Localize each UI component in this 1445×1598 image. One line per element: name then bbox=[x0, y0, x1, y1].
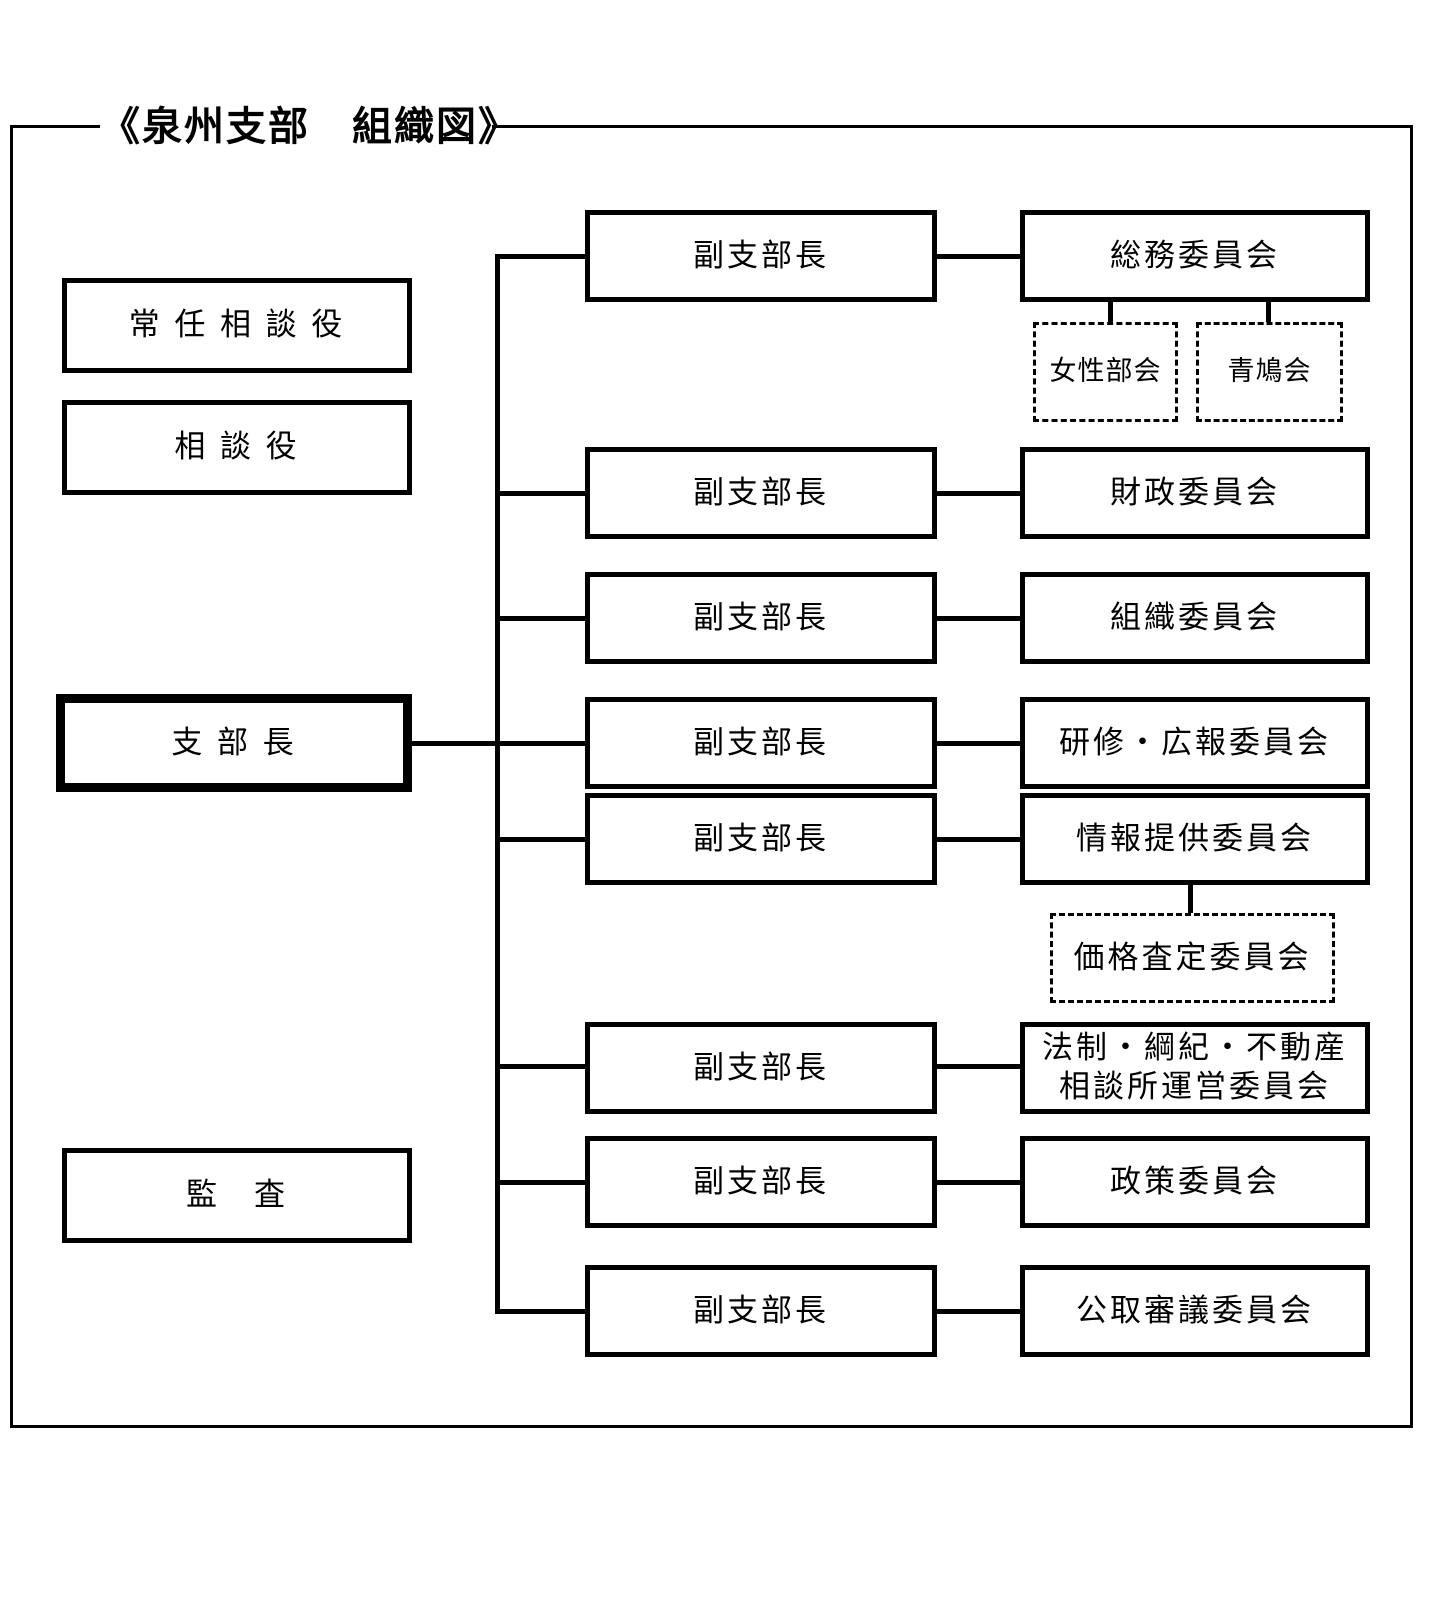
committee-label: 情報提供委員会 bbox=[1076, 820, 1314, 856]
box-standing-advisor: 常 任 相 談 役 bbox=[62, 278, 412, 373]
connector-row5 bbox=[937, 837, 1020, 842]
connector-row6 bbox=[937, 1064, 1020, 1069]
standing-advisor-label: 常 任 相 談 役 bbox=[128, 307, 346, 343]
box-advisor: 相 談 役 bbox=[62, 400, 412, 495]
vice-chief-label: 副支部長 bbox=[693, 820, 829, 856]
connector-row7 bbox=[937, 1180, 1020, 1185]
committee-label: 法制・綱紀・不動産 相談所運営委員会 bbox=[1042, 1030, 1348, 1104]
chart-outer-frame bbox=[10, 125, 1413, 1428]
vice-chief-label: 副支部長 bbox=[693, 474, 829, 510]
vice-chief-box: 副支部長 bbox=[585, 1022, 937, 1114]
vice-chief-label: 副支部長 bbox=[693, 724, 829, 760]
vice-chief-box: 副支部長 bbox=[585, 697, 937, 789]
committee-label: 総務委員会 bbox=[1110, 237, 1280, 273]
vice-chief-box: 副支部長 bbox=[585, 793, 937, 885]
box-audit: 監 査 bbox=[62, 1148, 412, 1243]
committee-label: 財政委員会 bbox=[1110, 474, 1280, 510]
connector-trunk-row7 bbox=[495, 1180, 585, 1185]
committee-label: 研修・広報委員会 bbox=[1059, 724, 1331, 760]
committee-box-fair-trade: 公取審議委員会 bbox=[1020, 1265, 1370, 1357]
vice-chief-box: 副支部長 bbox=[585, 210, 937, 302]
connector-row3 bbox=[937, 616, 1020, 621]
committee-label: 政策委員会 bbox=[1110, 1163, 1280, 1199]
committee-label: 組織委員会 bbox=[1110, 599, 1280, 635]
connector-row4 bbox=[937, 741, 1020, 746]
connector-row8 bbox=[937, 1309, 1020, 1314]
connector-trunk-row1 bbox=[495, 254, 585, 259]
vice-chief-box: 副支部長 bbox=[585, 572, 937, 664]
committee-box-policy: 政策委員会 bbox=[1020, 1136, 1370, 1228]
branch-chief-label: 支 部 長 bbox=[171, 724, 297, 760]
committee-box-organization: 組織委員会 bbox=[1020, 572, 1370, 664]
connector-stub-seikyukai bbox=[1266, 302, 1271, 322]
vice-chief-box: 副支部長 bbox=[585, 447, 937, 539]
connector-row2 bbox=[937, 491, 1020, 496]
connector-row1 bbox=[937, 254, 1020, 259]
vice-chief-box: 副支部長 bbox=[585, 1136, 937, 1228]
chart-title: 《泉州支部 組織図》 bbox=[100, 95, 518, 159]
advisor-label: 相 談 役 bbox=[174, 429, 300, 465]
connector-trunk-row5 bbox=[495, 837, 585, 842]
connector-trunk-line bbox=[495, 254, 500, 1314]
vice-chief-label: 副支部長 bbox=[693, 1049, 829, 1085]
connector-stub-price-assessment bbox=[1188, 885, 1193, 913]
box-price-assessment: 価格査定委員会 bbox=[1050, 913, 1335, 1003]
box-seikyukai: 青鳩会 bbox=[1196, 322, 1343, 422]
connector-trunk-row2 bbox=[495, 491, 585, 496]
womens-division-label: 女性部会 bbox=[1049, 356, 1162, 387]
committee-box-training-pr: 研修・広報委員会 bbox=[1020, 697, 1370, 789]
box-branch-chief: 支 部 長 bbox=[56, 694, 412, 792]
vice-chief-label: 副支部長 bbox=[693, 599, 829, 635]
vice-chief-box: 副支部長 bbox=[585, 1265, 937, 1357]
connector-trunk-row8 bbox=[495, 1309, 585, 1314]
committee-label: 公取審議委員会 bbox=[1076, 1292, 1314, 1328]
vice-chief-label: 副支部長 bbox=[693, 1292, 829, 1328]
vice-chief-label: 副支部長 bbox=[693, 1163, 829, 1199]
seikyukai-label: 青鳩会 bbox=[1227, 356, 1312, 387]
connector-trunk-row3 bbox=[495, 616, 585, 621]
committee-box-finance: 財政委員会 bbox=[1020, 447, 1370, 539]
connector-stub-womens bbox=[1108, 302, 1113, 322]
vice-chief-label: 副支部長 bbox=[693, 237, 829, 273]
committee-box-legal-discipline: 法制・綱紀・不動産 相談所運営委員会 bbox=[1020, 1022, 1370, 1114]
box-womens-division: 女性部会 bbox=[1033, 322, 1178, 422]
audit-label: 監 査 bbox=[186, 1177, 288, 1213]
committee-box-information: 情報提供委員会 bbox=[1020, 793, 1370, 885]
connector-trunk-row6 bbox=[495, 1064, 585, 1069]
price-assessment-label: 価格査定委員会 bbox=[1073, 939, 1312, 975]
connector-branch-chief bbox=[412, 741, 585, 746]
committee-box-general-affairs: 総務委員会 bbox=[1020, 210, 1370, 302]
